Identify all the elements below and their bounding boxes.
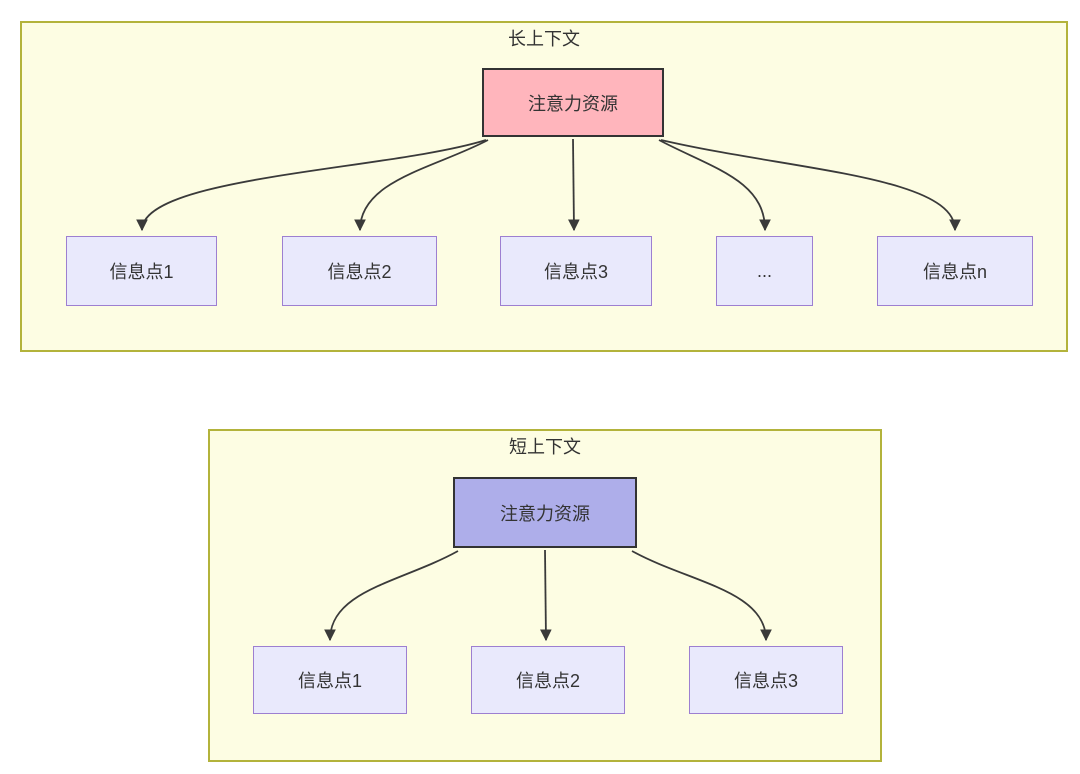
- info-node-2-short: 信息点2: [471, 646, 625, 714]
- info-node-3-long: 信息点3: [500, 236, 652, 306]
- info-node-label: 信息点1: [109, 262, 174, 282]
- info-node-label: 信息点2: [327, 262, 392, 282]
- info-node-label: 信息点3: [733, 671, 798, 691]
- attention-resource-node-long: 注意力资源: [482, 68, 664, 137]
- info-node-n-long: 信息点n: [877, 236, 1033, 306]
- info-node-1-long: 信息点1: [66, 236, 217, 306]
- short-context-title: 短上下文: [509, 437, 581, 457]
- info-node-label: 信息点n: [922, 262, 987, 282]
- info-node-label: 信息点3: [543, 262, 608, 282]
- info-node-label: 信息点1: [297, 671, 362, 691]
- attention-resource-node-short: 注意力资源: [453, 477, 637, 548]
- info-node-2-long: 信息点2: [282, 236, 437, 306]
- info-node-label: ...: [756, 260, 772, 281]
- info-node-label: 信息点2: [515, 671, 580, 691]
- info-node-ellipsis-long: ...: [716, 236, 813, 306]
- long-context-title: 长上下文: [508, 29, 580, 49]
- info-node-3-short: 信息点3: [689, 646, 843, 714]
- attention-resource-label: 注意力资源: [500, 503, 590, 524]
- attention-resource-label: 注意力资源: [528, 93, 618, 114]
- info-node-1-short: 信息点1: [253, 646, 407, 714]
